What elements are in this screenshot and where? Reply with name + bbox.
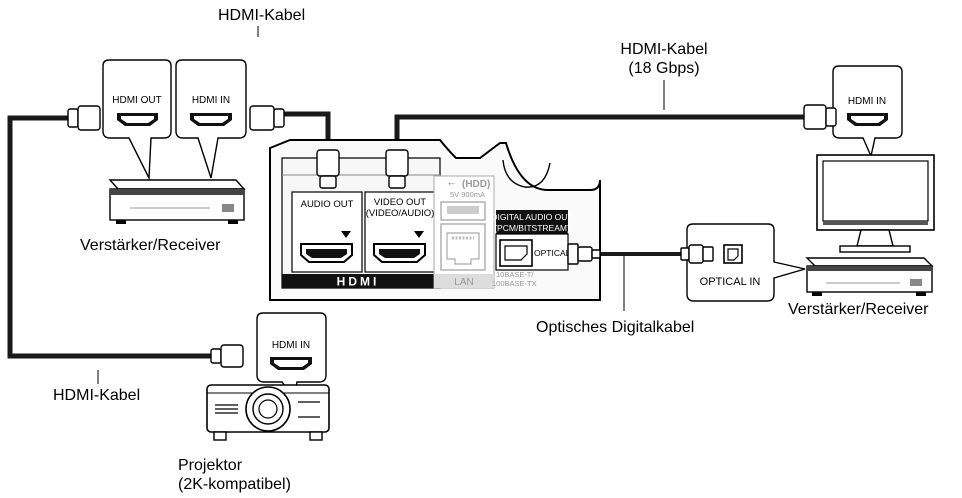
digital-audio-out-port: DIGITAL AUDIO OUT (PCM/BITSTREAM) OPTICA… bbox=[491, 210, 573, 271]
hdmi-port-icon bbox=[847, 113, 888, 126]
optical-plug-icon bbox=[680, 244, 714, 264]
video-out-label-sub: (VIDEO/AUDIO) bbox=[366, 208, 435, 219]
cable-amp-to-projector bbox=[7, 115, 218, 359]
optical-port-icon bbox=[723, 244, 743, 264]
usb-icon: ⭠ bbox=[448, 178, 455, 188]
audio-out-port: AUDIO OUT bbox=[291, 191, 363, 273]
usb-hdd-label: (HDD) bbox=[462, 179, 490, 190]
hdmi-cable-label-top: HDMI-Kabel bbox=[218, 7, 306, 24]
digital-audio-label: DIGITAL AUDIO OUT bbox=[491, 212, 572, 222]
hdmi-port-icon bbox=[270, 357, 312, 370]
optical-in-label: OPTICAL IN bbox=[700, 276, 761, 288]
lan-speed-label: 10BASE-T/ bbox=[496, 270, 534, 279]
cable-player-to-tv bbox=[394, 114, 822, 152]
hdmi-port-icon bbox=[117, 113, 158, 126]
hdmi-in-tv-callout: HDMI IN bbox=[832, 65, 903, 159]
hdmi-plug-icon bbox=[385, 149, 409, 189]
cable-amp-to-player bbox=[283, 111, 331, 150]
amplifier-right-label: Verstärker/Receiver bbox=[788, 301, 929, 318]
optical-label: OPTICAL bbox=[534, 248, 571, 258]
projector-device bbox=[206, 384, 330, 441]
hdmi-plug-icon bbox=[249, 105, 285, 131]
hdmi-plug-icon bbox=[803, 104, 837, 130]
optical-cable-label: Optisches Digitalkabel bbox=[536, 319, 695, 336]
panel-screw-icon bbox=[502, 159, 551, 188]
hdmi-cable-label-left: HDMI-Kabel bbox=[53, 387, 141, 404]
hdmi-logo: HDMI bbox=[282, 274, 434, 289]
svg-text:HDMI: HDMI bbox=[337, 275, 380, 289]
amplifier-left-label: Verstärker/Receiver bbox=[80, 237, 221, 254]
lan-label: LAN bbox=[454, 277, 473, 288]
usb-lan-block: ⭠ (HDD) 5V 900mA LAN 10BASE-T/ 100BASE-T… bbox=[433, 175, 537, 289]
projector-label: Projektor (2K-kompatibel) bbox=[178, 457, 291, 493]
video-out-label: VIDEO OUT bbox=[374, 197, 426, 208]
usb-power-label: 5V 900mA bbox=[450, 190, 485, 199]
audio-out-label: AUDIO OUT bbox=[301, 199, 354, 210]
hdmi-in-amp-label: HDMI IN bbox=[192, 95, 230, 106]
lan-speed-label-sub: 100BASE-TX bbox=[492, 279, 537, 288]
hdmi-out-callout: HDMI OUT bbox=[102, 59, 172, 181]
hdmi-plug-icon bbox=[67, 105, 101, 131]
hdmi-in-amp-callout: HDMI IN bbox=[175, 59, 247, 179]
hdmi-cable-label-tv: HDMI-Kabel (18 Gbps) bbox=[620, 41, 708, 77]
hdmi-in-tv-label: HDMI IN bbox=[848, 96, 886, 107]
tv-device bbox=[816, 154, 935, 253]
hdmi-port-icon bbox=[190, 113, 232, 126]
hdmi-plug-icon bbox=[210, 344, 244, 368]
amplifier-left-device bbox=[108, 179, 246, 224]
hdmi-out-label: HDMI OUT bbox=[112, 95, 161, 106]
optical-plug-icon bbox=[567, 243, 601, 265]
hdmi-plug-icon bbox=[316, 149, 340, 189]
hdmi-in-projector-callout: HDMI IN bbox=[256, 312, 327, 400]
optical-in-callout: OPTICAL IN bbox=[680, 223, 806, 302]
amplifier-right-device bbox=[805, 257, 934, 296]
video-out-port: VIDEO OUT (VIDEO/AUDIO) bbox=[364, 191, 436, 273]
hdmi-in-projector-label: HDMI IN bbox=[272, 340, 310, 351]
digital-audio-label-sub: (PCM/BITSTREAM) bbox=[494, 223, 570, 233]
